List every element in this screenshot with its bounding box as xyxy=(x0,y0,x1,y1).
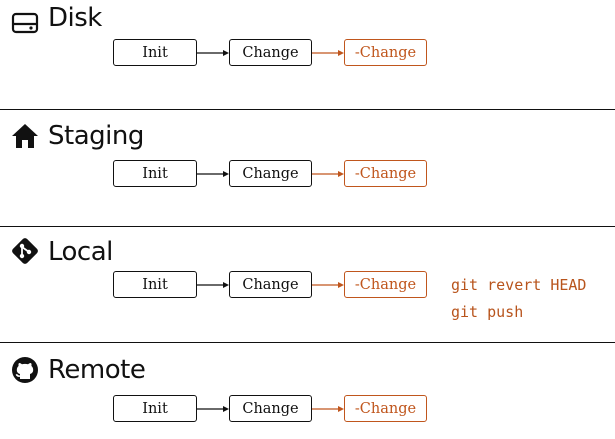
section-title: Staging xyxy=(48,121,144,151)
commit-arrow xyxy=(197,49,229,56)
git-diamond-icon xyxy=(12,238,38,264)
commit-arrow xyxy=(197,170,229,177)
node-init: Init xyxy=(113,39,197,66)
section-divider xyxy=(0,109,615,110)
node-init: Init xyxy=(113,271,197,298)
section-title: Disk xyxy=(48,3,102,33)
command-line: git push xyxy=(451,303,524,321)
command-line: git revert HEAD xyxy=(451,276,587,294)
section-title: Remote xyxy=(48,355,146,385)
node-revert-change: -Change xyxy=(344,160,427,187)
commit-arrow xyxy=(197,281,229,288)
node-change: Change xyxy=(229,395,312,422)
commit-arrow xyxy=(197,405,229,412)
section-divider xyxy=(0,226,615,227)
revert-arrow xyxy=(312,49,344,56)
node-revert-change: -Change xyxy=(344,395,427,422)
node-revert-change: -Change xyxy=(344,39,427,66)
github-icon xyxy=(12,357,38,383)
node-init: Init xyxy=(113,160,197,187)
node-change: Change xyxy=(229,39,312,66)
revert-arrow xyxy=(312,405,344,412)
section-title: Local xyxy=(48,237,113,267)
node-revert-change: -Change xyxy=(344,271,427,298)
node-change: Change xyxy=(229,160,312,187)
revert-arrow xyxy=(312,170,344,177)
node-change: Change xyxy=(229,271,312,298)
node-init: Init xyxy=(113,395,197,422)
revert-arrow xyxy=(312,281,344,288)
house-icon xyxy=(12,124,38,148)
section-divider xyxy=(0,342,615,343)
disk-drive-icon xyxy=(11,12,39,34)
